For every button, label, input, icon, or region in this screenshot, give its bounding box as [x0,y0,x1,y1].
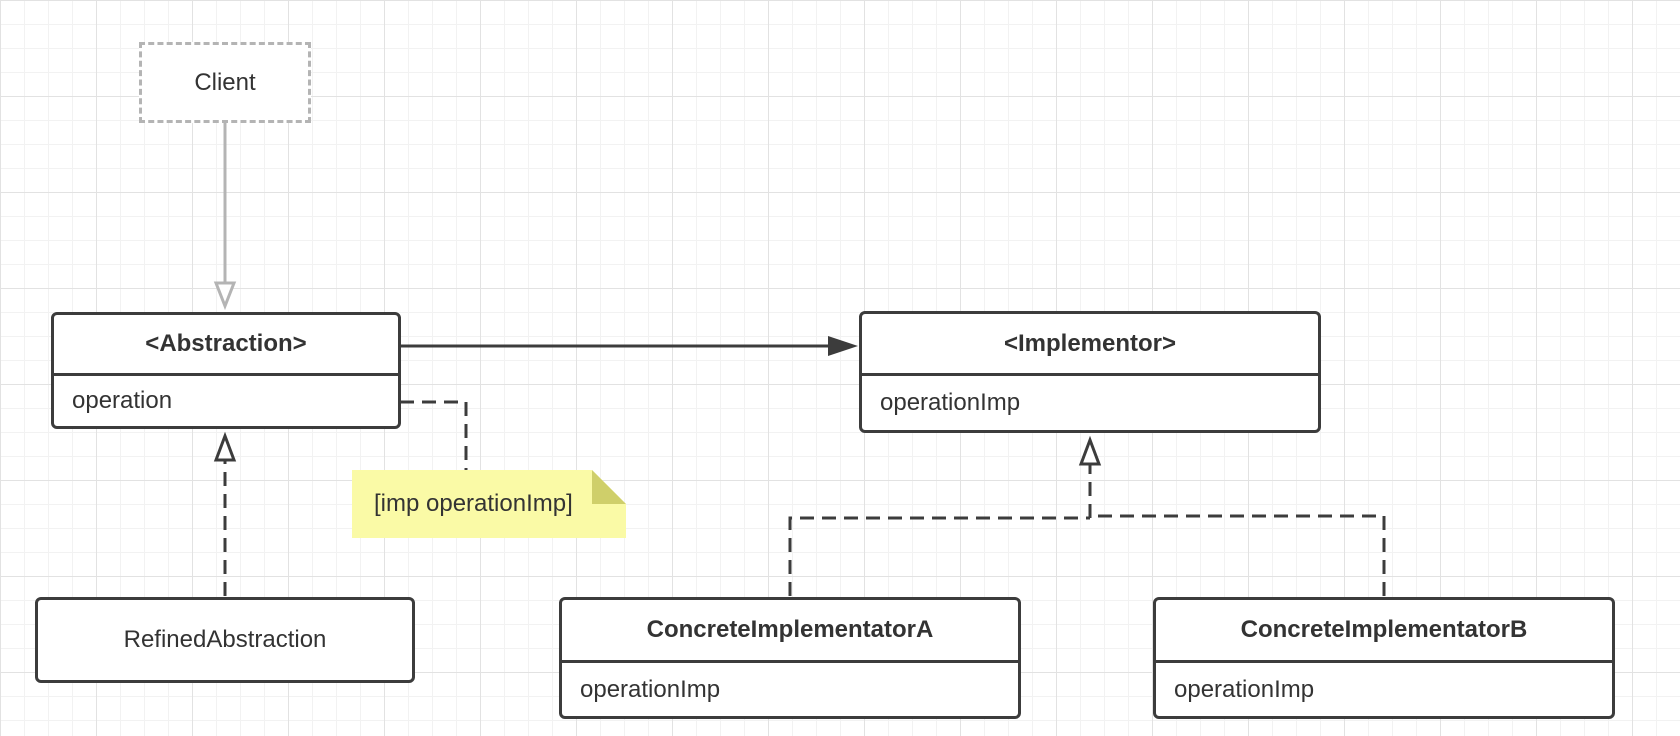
abstraction-class[interactable]: <Abstraction> operation [51,312,401,429]
concrete-implementator-a-class[interactable]: ConcreteImplementatorA operationImp [559,597,1021,719]
abstraction-header: <Abstraction> [54,315,398,376]
concrete-to-implementor-realization[interactable] [788,435,1386,596]
concrete-implementator-b-class[interactable]: ConcreteImplementatorB operationImp [1153,597,1615,719]
concrete-b-header: ConcreteImplementatorB [1156,600,1612,663]
abstraction-body: operation [54,376,398,426]
concrete-b-operation: operationImp [1174,675,1315,703]
client-label: Client [194,68,256,96]
abstraction-to-implementor-association[interactable] [400,336,858,356]
concrete-b-body: operationImp [1156,663,1612,716]
note-text: [imp operationImp] [374,490,573,517]
concrete-a-body: operationImp [562,663,1018,716]
note-connector [400,400,468,470]
concrete-a-operation: operationImp [580,675,721,703]
concrete-a-header: ConcreteImplementatorA [562,600,1018,663]
abstraction-operation: operation [72,387,173,414]
refined-abstraction-label: RefinedAbstraction [123,626,327,653]
implementor-body: operationImp [862,376,1318,430]
implementor-title: <Implementor> [1003,329,1177,357]
implementor-header: <Implementor> [862,314,1318,376]
refined-to-abstraction-realization[interactable] [213,431,237,596]
refined-abstraction-class[interactable]: RefinedAbstraction [35,597,415,683]
abstraction-title: <Abstraction> [145,330,307,357]
concrete-a-title: ConcreteImplementatorA [646,616,934,643]
client-box[interactable]: Client [139,42,311,123]
concrete-b-title: ConcreteImplementatorB [1240,616,1528,643]
implementation-note[interactable]: [imp operationImp] [352,470,626,538]
implementor-operation: operationImp [880,389,1021,416]
client-to-abstraction-association[interactable] [213,122,237,311]
implementor-class[interactable]: <Implementor> operationImp [859,311,1321,433]
